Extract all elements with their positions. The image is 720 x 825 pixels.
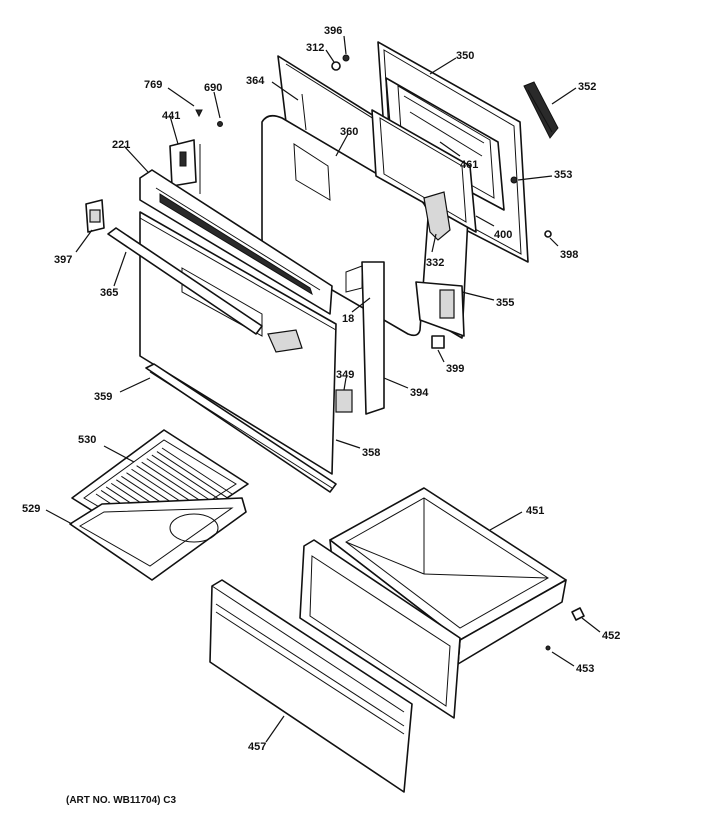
callout-364: 364 [246, 75, 265, 87]
door-top-trim-221 [139, 169, 333, 315]
callout-441: 441 [162, 110, 180, 122]
callout-355: 355 [496, 297, 514, 309]
vent-bracket-441 [169, 139, 201, 194]
callout-398: 398 [560, 249, 578, 261]
broiler-pan-529 [69, 497, 247, 581]
seal-349 [335, 389, 353, 413]
callout-397: 397 [54, 254, 72, 266]
rack-slot [151, 454, 223, 502]
callout-399: 399 [446, 363, 464, 375]
callout-349: 349 [336, 369, 354, 381]
callout-452: 452 [602, 630, 620, 642]
callout-394: 394 [410, 387, 429, 399]
callout-365: 365 [100, 287, 118, 299]
drawer-inner-front [299, 539, 461, 719]
callout-359: 359 [94, 391, 112, 403]
callout-529: 529 [22, 503, 40, 515]
art-number: (ART NO. WB11704) C3 [66, 795, 176, 806]
leader-lines [45, 35, 601, 743]
screw-769 [195, 109, 203, 118]
callout-530: 530 [78, 434, 96, 446]
callout-769: 769 [144, 79, 162, 91]
callout-360: 360 [340, 126, 358, 138]
rack-slot [156, 451, 228, 498]
washer-312 [331, 61, 341, 71]
callout-350: 350 [456, 50, 474, 62]
callout-312: 312 [306, 42, 324, 54]
drawer-front-457 [209, 579, 413, 793]
bracket-397 [85, 199, 105, 233]
bottom-trim-359 [145, 363, 337, 493]
callout-18: 18 [342, 313, 354, 325]
callout-690: 690 [204, 82, 222, 94]
screw-453 [545, 645, 551, 651]
callout-457: 457 [248, 741, 266, 753]
screw-690 [217, 121, 223, 127]
screw-396 [342, 54, 350, 62]
rack-slot [161, 447, 233, 495]
bumper-452 [571, 607, 585, 621]
callout-461: 461 [460, 159, 478, 171]
callout-453: 453 [576, 663, 594, 675]
callout-221: 221 [112, 139, 130, 151]
door-handle-365 [107, 227, 303, 353]
callout-358: 358 [362, 447, 380, 459]
callout-353: 353 [554, 169, 572, 181]
callout-352: 352 [578, 81, 596, 93]
screw-353 [510, 176, 518, 184]
callout-396: 396 [324, 25, 342, 37]
door-back-panel-350 [377, 41, 529, 263]
handle-trim-352 [523, 81, 559, 139]
callout-332: 332 [426, 257, 444, 269]
window-pack-461 [371, 109, 477, 233]
callout-400: 400 [494, 229, 512, 241]
hinge-332 [423, 191, 451, 241]
hinge-bracket-355 [415, 281, 465, 337]
callout-labels: 396 312 350 769 690 364 352 441 360 221 … [22, 25, 620, 753]
rack-slot [146, 458, 218, 506]
clip-399 [431, 335, 445, 349]
screw-398 [544, 230, 552, 238]
callout-451: 451 [526, 505, 544, 517]
